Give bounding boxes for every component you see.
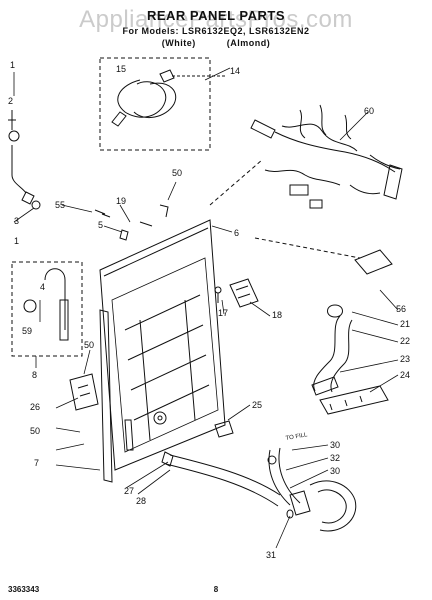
callout-50-mid: 50 xyxy=(84,340,94,350)
diagram-title: REAR PANEL PARTS xyxy=(146,8,285,23)
power-cord-group xyxy=(99,57,225,151)
callout-1-bottom: 1 xyxy=(14,236,19,246)
callout-14: 14 xyxy=(230,66,240,76)
callout-27: 27 xyxy=(124,486,134,496)
pump-assembly xyxy=(267,447,357,532)
callout-labels: 1 2 3 1 55 5 19 6 50 15 14 60 56 21 22 2… xyxy=(8,60,410,560)
model-line: For Models: LSR6132EQ2, LSR6132EN2 xyxy=(122,26,310,36)
callout-4: 4 xyxy=(40,282,45,292)
callout-23: 23 xyxy=(400,354,410,364)
to-fill-label: TO FILL xyxy=(285,432,308,442)
callout-6: 6 xyxy=(234,228,239,238)
callout-24: 24 xyxy=(400,370,410,380)
rear-panel xyxy=(99,219,226,471)
callout-56: 56 xyxy=(396,304,406,314)
callout-2: 2 xyxy=(8,96,13,106)
callout-1-top: 1 xyxy=(10,60,15,70)
callout-7: 7 xyxy=(34,458,39,468)
water-valve xyxy=(214,278,259,308)
diagram-part-number: 3363343 xyxy=(8,585,40,594)
callout-8: 8 xyxy=(32,370,37,380)
callout-50-top: 50 xyxy=(172,168,182,178)
callout-21: 21 xyxy=(400,319,410,329)
page-number: 8 xyxy=(213,585,219,594)
drain-hose xyxy=(161,451,281,507)
variant-almond: (Almond) xyxy=(226,38,271,48)
side-rail xyxy=(99,309,113,483)
callout-55: 55 xyxy=(55,200,65,210)
drain-hose-group xyxy=(11,261,83,357)
callout-18: 18 xyxy=(272,310,282,320)
callout-59: 59 xyxy=(22,326,32,336)
pump-hose-group xyxy=(311,304,389,415)
wire-harness-group xyxy=(250,104,403,209)
callout-32: 32 xyxy=(330,453,340,463)
callout-22: 22 xyxy=(400,336,410,346)
fill-hose-parts xyxy=(8,110,41,210)
clip xyxy=(214,420,234,438)
callout-19: 19 xyxy=(116,196,126,206)
callout-30-a: 30 xyxy=(330,440,340,450)
model-variants: (White) (Almond) xyxy=(0,38,432,48)
callout-60: 60 xyxy=(364,106,374,116)
variant-white: (White) xyxy=(161,38,196,48)
callout-26: 26 xyxy=(30,402,40,412)
bracket xyxy=(354,249,393,275)
callout-31: 31 xyxy=(266,550,276,560)
watermark: AppliancePartsPros.com xyxy=(79,6,353,33)
callout-25: 25 xyxy=(252,400,262,410)
leader-lines xyxy=(13,67,399,549)
callout-15: 15 xyxy=(116,64,126,74)
hose-bracket xyxy=(69,373,99,411)
callout-28: 28 xyxy=(136,496,146,506)
callout-30-b: 30 xyxy=(330,466,340,476)
callout-3: 3 xyxy=(14,216,19,226)
callout-50-low: 50 xyxy=(30,426,40,436)
callout-17: 17 xyxy=(218,308,228,318)
callout-5: 5 xyxy=(98,220,103,230)
